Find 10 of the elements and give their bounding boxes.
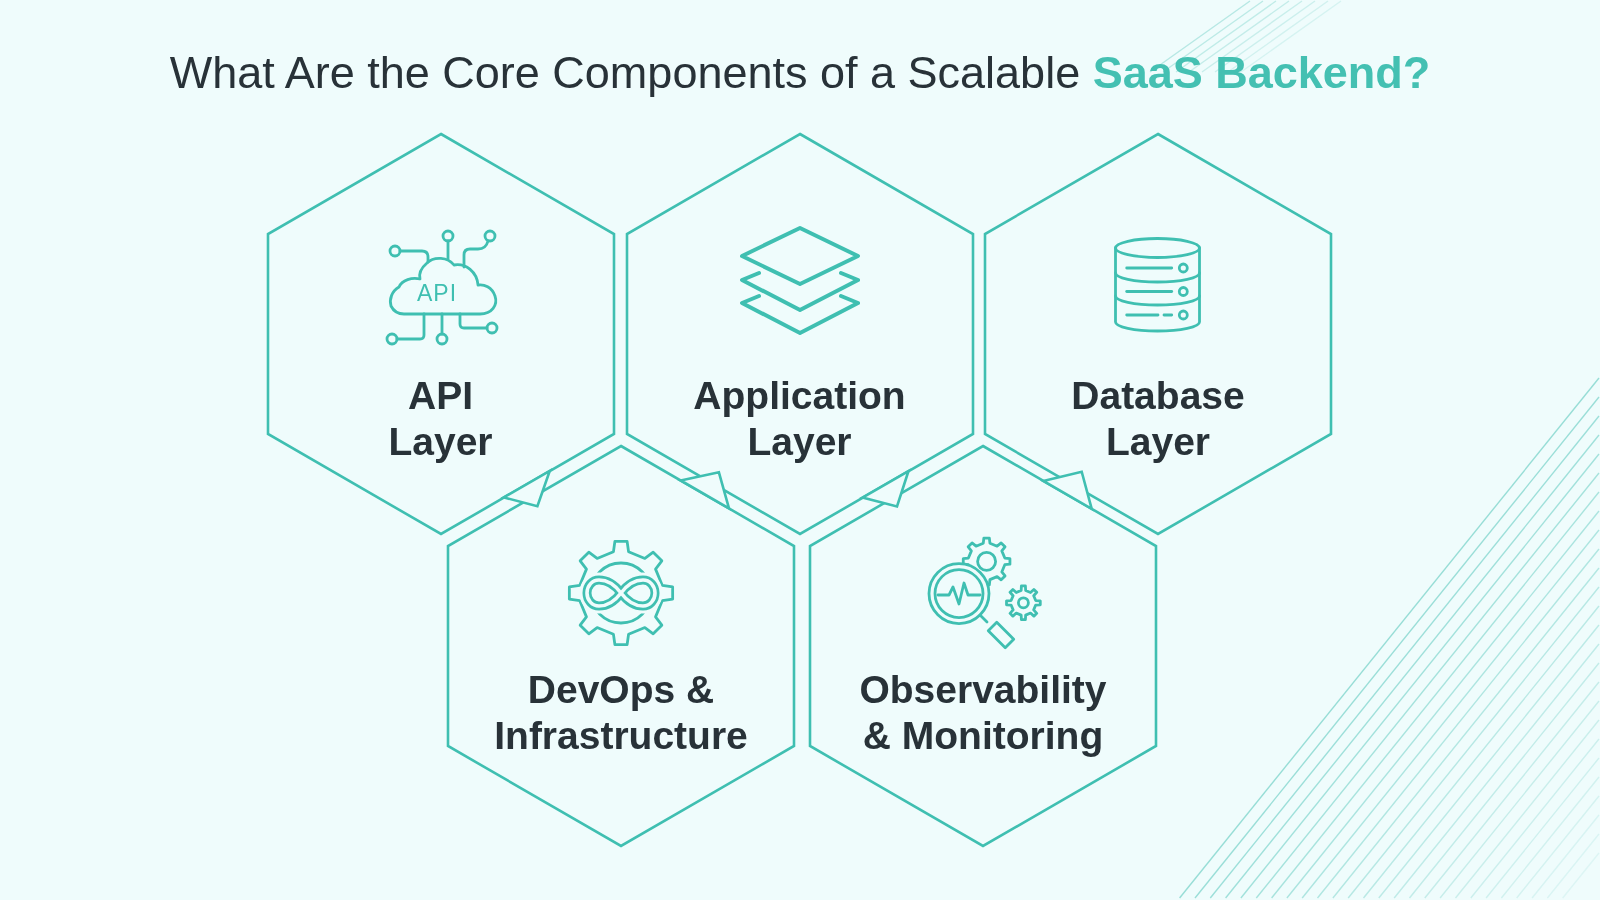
title: What Are the Core Components of a Scalable SaaS Backend?	[169, 46, 1431, 100]
node-label: API Layer	[387, 373, 494, 465]
node-label: Observability & Monitoring	[858, 667, 1108, 759]
hexagon-card	[267, 134, 614, 534]
hexagon-card	[985, 134, 1331, 534]
hexagon-card	[626, 134, 973, 534]
node-label: DevOps & Infrastructure	[493, 667, 749, 759]
icon-text: API	[416, 281, 458, 305]
node-label: Application Layer	[692, 373, 907, 465]
node-label: Database Layer	[1070, 373, 1246, 465]
